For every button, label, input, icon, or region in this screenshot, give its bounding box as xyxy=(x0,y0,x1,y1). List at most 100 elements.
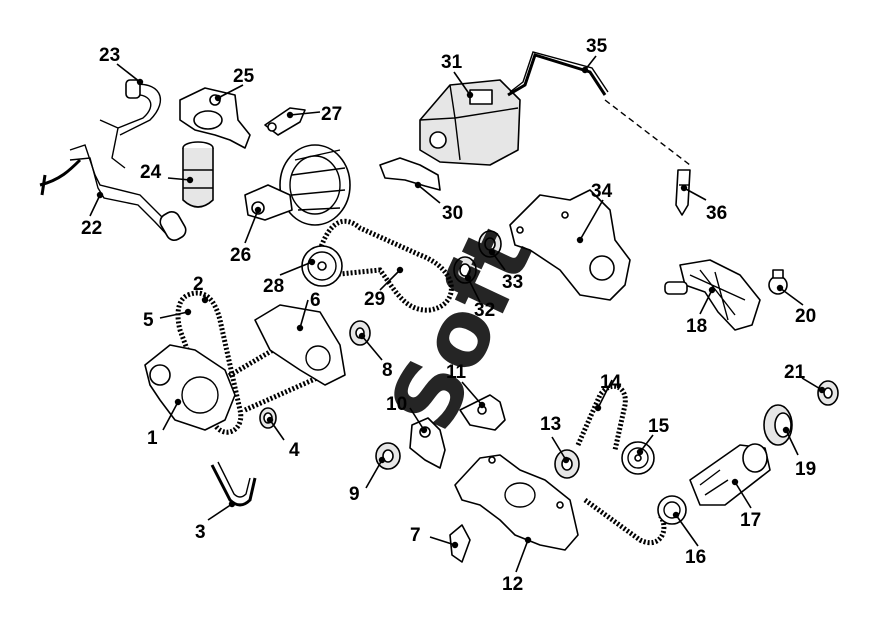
cover-34 xyxy=(509,189,631,301)
leader-line-14 xyxy=(597,379,613,409)
leader-dot-3 xyxy=(228,500,236,508)
cover-12 xyxy=(454,454,579,551)
leader-dot-27 xyxy=(254,206,262,214)
leader-dot-12 xyxy=(524,536,532,544)
leader-line-17 xyxy=(734,481,752,509)
shaft-17 xyxy=(689,443,771,506)
callout-7: 7 xyxy=(410,525,421,546)
leader-dot-29 xyxy=(396,266,404,274)
callout-10: 10 xyxy=(386,394,407,415)
leader-dot-32 xyxy=(464,274,472,282)
pipe-35 xyxy=(507,51,609,97)
leader-dot-11 xyxy=(478,401,486,409)
leader-dot-18 xyxy=(708,286,716,294)
callout-3: 3 xyxy=(195,522,206,543)
callout-12: 12 xyxy=(502,574,523,595)
leader-dot-25 xyxy=(214,94,222,102)
leader-dot-30 xyxy=(414,181,422,189)
manifold-18 xyxy=(664,259,761,331)
callout-29: 29 xyxy=(364,289,385,310)
leader-line-7 xyxy=(429,536,456,546)
leader-dot-22 xyxy=(96,191,104,199)
leader-dot-2 xyxy=(201,296,209,304)
pulley-19 xyxy=(763,404,793,446)
leader-dot-14 xyxy=(594,404,602,412)
leader-line-27 xyxy=(244,209,259,244)
callout-numbers: 1 2 3 4 5 6 7 8 9 10 11 12 13 14 15 16 1… xyxy=(81,36,816,595)
callout-31: 31 xyxy=(441,52,463,73)
leader-line-23 xyxy=(116,63,141,83)
leader-line-22 xyxy=(89,194,101,217)
callout-16: 16 xyxy=(685,547,706,568)
leader-line-10 xyxy=(409,407,425,431)
callout-18: 18 xyxy=(686,316,707,337)
leader-dot-33 xyxy=(488,248,496,256)
housing-25 xyxy=(179,87,251,149)
leader-line-4 xyxy=(269,419,285,441)
gear-16 xyxy=(657,495,687,525)
belt-3 xyxy=(210,461,257,507)
leader-dot-26 xyxy=(286,111,294,119)
callout-23: 23 xyxy=(99,45,120,66)
gear-28 xyxy=(301,245,343,287)
leader-line-26 xyxy=(289,111,321,116)
shaft-11 xyxy=(459,394,506,431)
leader-line-31 xyxy=(453,71,471,96)
leader-line-25 xyxy=(217,84,244,99)
alternator-26 xyxy=(244,144,351,226)
leader-line-30 xyxy=(417,184,441,204)
timing-belt-29 xyxy=(315,218,454,313)
callout-5: 5 xyxy=(143,310,154,331)
callout-1: 1 xyxy=(147,428,158,449)
leader-dot-36 xyxy=(680,184,688,192)
leader-dot-24 xyxy=(186,176,194,184)
callout-2: 2 xyxy=(193,274,204,295)
callout-21: 21 xyxy=(784,362,806,383)
leader-dot-1 xyxy=(174,398,182,406)
leader-dot-20 xyxy=(776,284,784,292)
leader-line-16 xyxy=(675,514,699,547)
leader-dot-9 xyxy=(378,456,386,464)
callout-27: 27 xyxy=(321,104,342,125)
hose-assembly-22 xyxy=(39,119,187,241)
leader-dot-16 xyxy=(672,511,680,519)
gear-15 xyxy=(621,441,655,475)
callout-22: 22 xyxy=(81,218,102,239)
callout-9: 9 xyxy=(349,484,360,505)
callout-13: 13 xyxy=(540,414,561,435)
callout-19: 19 xyxy=(795,459,816,480)
leader-line-5 xyxy=(159,311,189,319)
leader-line-13 xyxy=(551,436,567,461)
callout-35: 35 xyxy=(586,36,608,57)
shield-30 xyxy=(379,157,441,191)
callout-25: 25 xyxy=(233,66,255,87)
callout-4: 4 xyxy=(289,440,300,461)
leader-dot-34 xyxy=(576,236,584,244)
callout-24: 24 xyxy=(140,162,162,183)
pump-31 xyxy=(419,79,521,166)
leader-dot-7 xyxy=(451,541,459,549)
leader-dot-6 xyxy=(296,324,304,332)
callout-15: 15 xyxy=(648,416,670,437)
callout-6: 6 xyxy=(310,290,321,311)
bracket-27 xyxy=(264,107,306,136)
callout-36: 36 xyxy=(706,203,727,224)
leader-line-12 xyxy=(515,539,529,573)
dash-link-35-36 xyxy=(604,99,691,166)
leader-dot-8 xyxy=(358,332,366,340)
leader-dot-10 xyxy=(420,426,428,434)
callout-20: 20 xyxy=(795,306,816,327)
leader-dot-21 xyxy=(818,386,826,394)
leader-line-21 xyxy=(801,377,823,391)
leader-line-32 xyxy=(467,277,481,303)
clip-7 xyxy=(449,524,471,563)
leader-line-15 xyxy=(639,434,654,453)
leader-dot-23 xyxy=(136,78,144,86)
leader-line-6 xyxy=(299,299,309,329)
leader-dot-31 xyxy=(466,91,474,99)
hose-23 xyxy=(117,79,161,136)
leader-line-3 xyxy=(207,503,233,521)
sprocket-13 xyxy=(554,449,580,479)
